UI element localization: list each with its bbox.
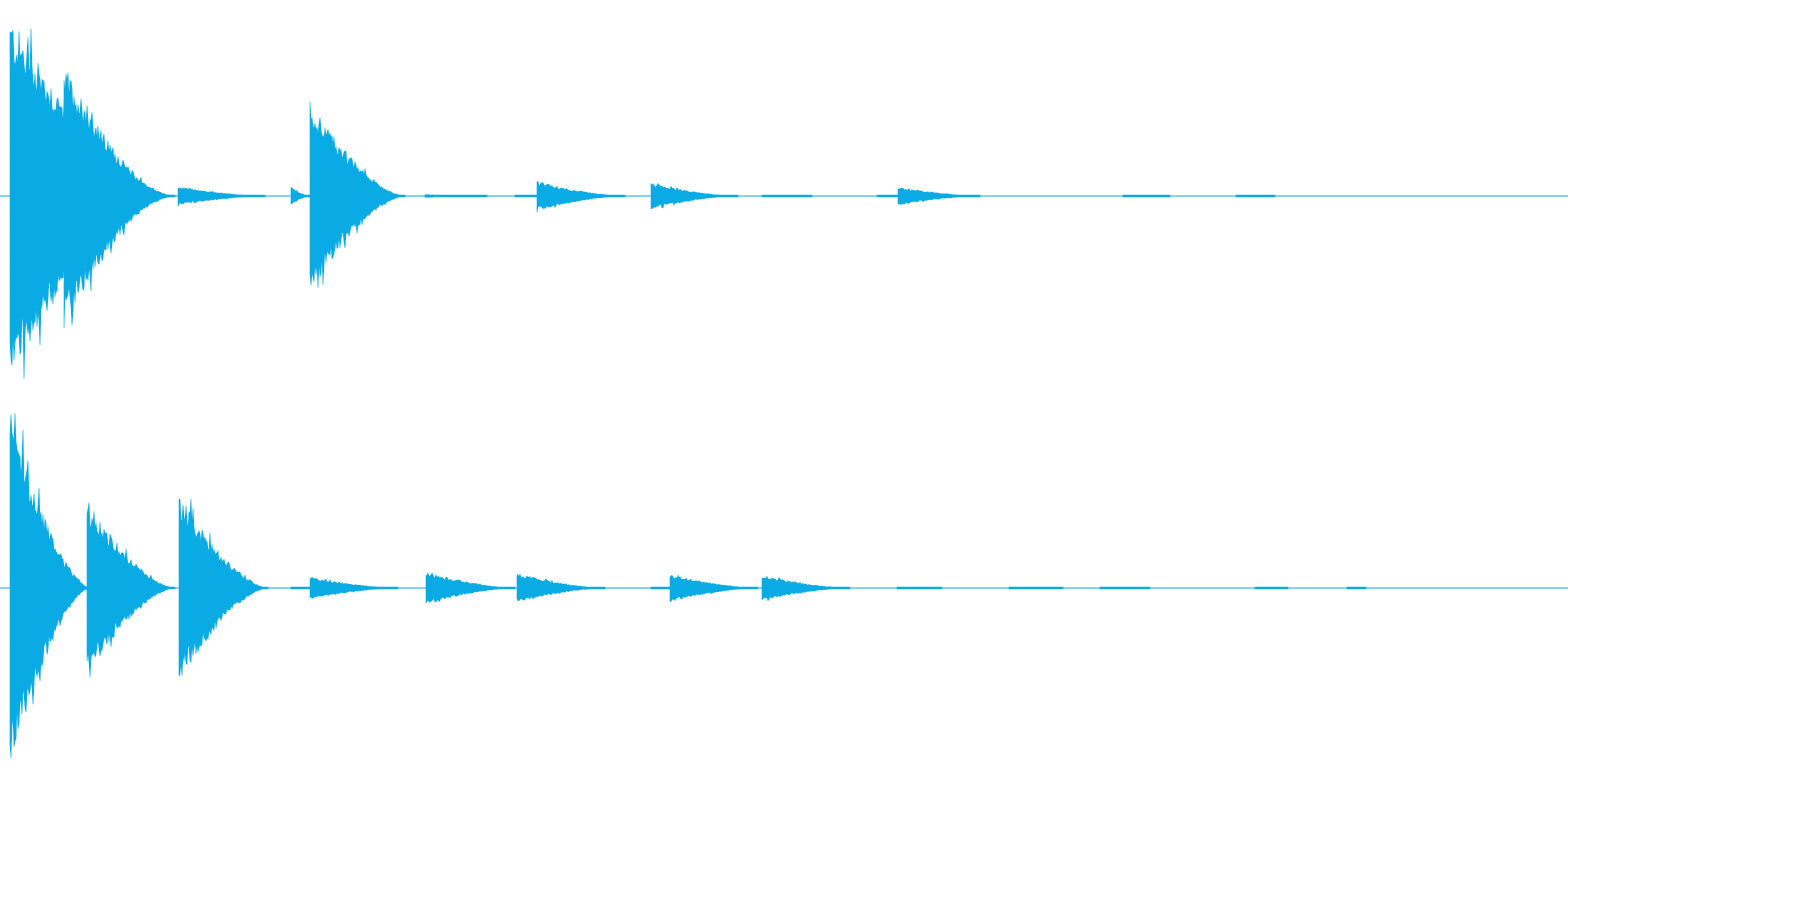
channel-1-event-11 (876, 194, 899, 198)
channel-1-event-4 (290, 187, 311, 205)
channel-2-track (0, 413, 1568, 759)
channel-2-event-13 (1099, 586, 1151, 590)
channel-2-event-2 (86, 502, 176, 677)
channel-1-event-5 (309, 101, 406, 288)
channel-1-track (0, 28, 1568, 379)
channel-1-event-3 (177, 186, 266, 207)
channel-2-event-10 (761, 575, 851, 602)
channel-2-event-6 (425, 571, 516, 604)
channel-1-event-8 (536, 181, 626, 213)
channel-1-event-14 (1235, 194, 1276, 198)
channel-2-event-14 (1254, 586, 1289, 590)
channel-2-event-9 (669, 574, 759, 603)
channel-2-event-12 (1008, 586, 1064, 590)
channel-1-waveform (9, 28, 1276, 379)
channel-1-event-12 (897, 187, 981, 206)
channel-1-event-2 (63, 72, 171, 329)
channel-2-event-8 (650, 586, 671, 590)
channel-2-event-1 (9, 413, 91, 759)
channel-1-event-7 (514, 194, 538, 198)
channel-2-event-5 (309, 577, 399, 599)
channel-2-event-15 (1346, 586, 1367, 590)
channel-1-event-13 (1122, 194, 1171, 198)
channel-2-event-7 (516, 573, 606, 602)
channel-2-event-3 (178, 498, 269, 677)
waveform-chart (0, 28, 1568, 759)
channel-1-event-10 (761, 194, 813, 198)
channel-1-event-6 (424, 194, 488, 198)
channel-2-waveform (9, 413, 1367, 759)
channel-1-event-9 (650, 182, 739, 210)
channel-2-event-4 (290, 586, 311, 590)
channel-2-event-11 (896, 586, 943, 590)
